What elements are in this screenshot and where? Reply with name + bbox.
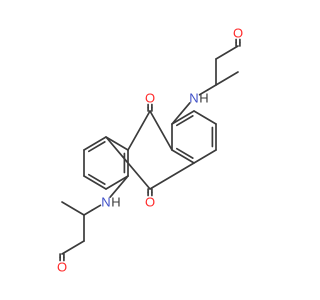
bond-6	[149, 110, 173, 151]
bond-7	[127, 110, 151, 151]
bond-28	[61, 240, 85, 255]
oxygen-atom-label: O	[145, 195, 155, 210]
oxygen-atom-label: O	[145, 91, 155, 106]
bond-18	[180, 102, 191, 115]
bond-10	[83, 175, 107, 190]
bond-1-inner	[175, 115, 194, 127]
bond-26	[61, 201, 85, 216]
hydrogen-atom-label: H	[199, 91, 208, 106]
bond-13	[105, 136, 129, 151]
bond-14	[105, 136, 151, 190]
oxygen-atom-label: O	[57, 260, 67, 275]
bond-9	[105, 175, 129, 190]
bond-18	[171, 112, 182, 125]
oxygen-atom-label: O	[233, 26, 243, 41]
bond-12	[83, 136, 107, 151]
bond-4	[193, 149, 217, 164]
bond-12-inner	[87, 141, 106, 153]
bonds-layer	[59, 38, 241, 262]
bond-10-inner	[87, 173, 106, 185]
bond-2	[193, 110, 217, 125]
nitrogen-atom-label: N	[101, 195, 110, 210]
nitrogen-atom-label: N	[189, 91, 198, 106]
bond-25	[91, 204, 102, 211]
hydrogen-atom-label: H	[111, 195, 120, 210]
bond-19	[206, 84, 217, 91]
bond-22	[215, 45, 239, 60]
bond-19	[198, 88, 209, 96]
bond-24	[109, 185, 120, 198]
bond-5-inner	[175, 147, 194, 159]
bond-20	[215, 71, 239, 86]
bond-1	[171, 110, 195, 125]
bond-15	[149, 162, 195, 190]
bond-5	[171, 149, 195, 164]
bond-24	[118, 175, 129, 188]
bond-25	[83, 209, 94, 216]
